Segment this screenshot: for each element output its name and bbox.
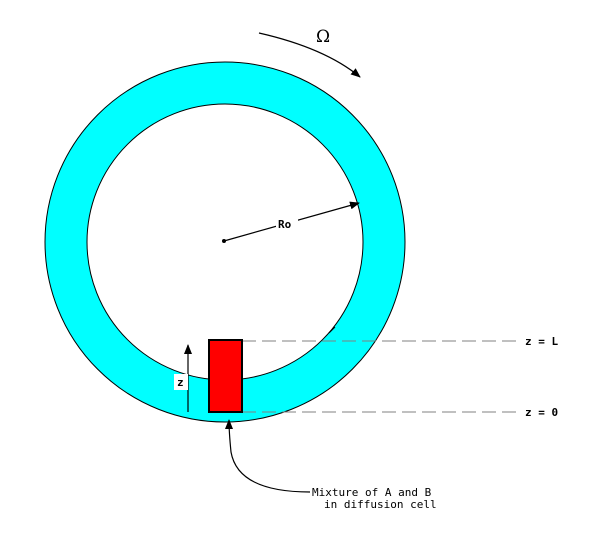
omega-symbol: Ω [316, 27, 330, 47]
rotation-arrow [258, 32, 361, 78]
radius-label: Ro [278, 218, 292, 231]
level-label-top: z = L [525, 335, 558, 348]
diffusion-cell [208, 339, 243, 413]
ring-tick [328, 326, 336, 334]
height-axis-label: z [177, 376, 184, 389]
rotor-ring [44, 61, 406, 423]
level-label-bottom: z = 0 [525, 406, 558, 419]
radius-label-background [276, 216, 298, 230]
caption-line-1: Mixture of A and B [312, 486, 432, 499]
caption-pointer-arrow [225, 419, 311, 493]
caption-line-2: in diffusion cell [324, 498, 437, 511]
height-axis-label-background [174, 374, 188, 390]
